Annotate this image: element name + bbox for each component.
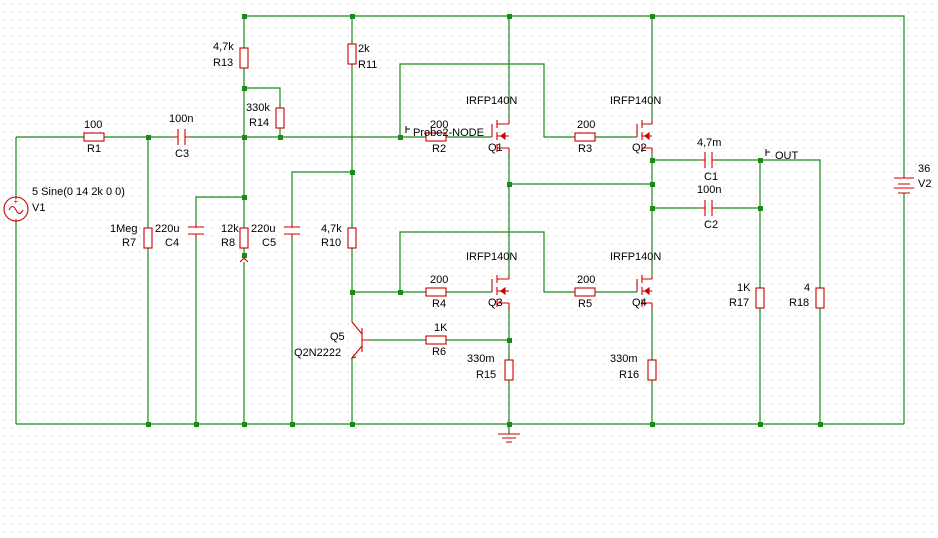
voltage-source-v1[interactable]: + bbox=[3, 196, 29, 222]
resistor-r14[interactable] bbox=[275, 107, 285, 129]
label-q2-type: IRFP140N bbox=[610, 95, 661, 107]
resistor-r4[interactable] bbox=[425, 287, 447, 297]
label-c2-name: C2 bbox=[704, 219, 718, 231]
label-r15-value: 330m bbox=[467, 353, 495, 365]
label-v2-name: V2 bbox=[918, 178, 931, 190]
label-q3-type: IRFP140N bbox=[466, 251, 517, 263]
label-c1-value: 4,7m bbox=[697, 137, 721, 149]
capacitor-c3[interactable] bbox=[174, 129, 189, 145]
label-r5-name: R5 bbox=[578, 298, 592, 310]
label-r17-name: R17 bbox=[729, 297, 749, 309]
label-c5-name: C5 bbox=[262, 237, 276, 249]
resistor-r11[interactable] bbox=[347, 43, 357, 65]
junctions bbox=[146, 14, 823, 427]
label-probe2: Probe2-NODE bbox=[413, 127, 484, 139]
label-r1-name: R1 bbox=[87, 143, 101, 155]
mosfet-q3[interactable] bbox=[491, 275, 510, 310]
label-c3-value: 100n bbox=[169, 113, 193, 125]
mosfet-q2[interactable] bbox=[636, 120, 653, 154]
resistor-r16[interactable] bbox=[647, 359, 657, 381]
resistor-r17[interactable] bbox=[755, 287, 765, 309]
label-r15-name: R15 bbox=[476, 369, 496, 381]
resistor-r1[interactable] bbox=[83, 132, 105, 142]
label-out: OUT bbox=[775, 150, 799, 162]
label-r7-value: 1Meg bbox=[110, 223, 138, 235]
label-c2-value: 100n bbox=[697, 184, 721, 196]
label-r18-name: R18 bbox=[789, 297, 809, 309]
capacitor-c2[interactable] bbox=[702, 200, 715, 216]
label-q5-type: Q2N2222 bbox=[294, 347, 341, 359]
svg-text:+: + bbox=[14, 197, 19, 206]
wires bbox=[15, 15, 905, 434]
label-r6-name: R6 bbox=[432, 346, 446, 358]
label-r10-value: 4,7k bbox=[321, 223, 342, 235]
capacitor-c4[interactable] bbox=[188, 224, 204, 237]
bjt-q5[interactable] bbox=[350, 321, 370, 359]
label-r11-name: R11 bbox=[358, 59, 377, 71]
label-r8-value: 12k bbox=[221, 223, 239, 235]
r8-wiper-arrow bbox=[239, 257, 249, 263]
label-c5-value: 220u bbox=[251, 223, 275, 235]
label-q1-type: IRFP140N bbox=[466, 95, 517, 107]
label-r3-name: R3 bbox=[578, 143, 592, 155]
label-r18-value: 4 bbox=[804, 282, 810, 294]
label-r1-value: 100 bbox=[84, 119, 102, 131]
resistor-r3[interactable] bbox=[574, 132, 596, 142]
resistor-r5[interactable] bbox=[574, 287, 596, 297]
label-r6-value: 1K bbox=[434, 322, 448, 334]
labels: 4,7k R13 2k R11 330k R14 100 R1 100n C3 … bbox=[32, 41, 931, 381]
label-r14-value: 330k bbox=[246, 102, 270, 114]
probe2-flag-icon bbox=[405, 126, 410, 133]
label-r11-value: 2k bbox=[358, 43, 370, 55]
resistor-r8[interactable] bbox=[239, 227, 249, 249]
label-r2-name: R2 bbox=[432, 143, 446, 155]
label-v1-value: 5 Sine(0 14 2k 0 0) bbox=[32, 186, 125, 198]
label-r14-name: R14 bbox=[249, 117, 269, 129]
resistor-r13[interactable] bbox=[239, 47, 249, 69]
label-r8-name: R8 bbox=[221, 237, 235, 249]
resistor-r15[interactable] bbox=[504, 359, 514, 381]
label-r5-value: 200 bbox=[577, 274, 595, 286]
mosfet-q1[interactable] bbox=[491, 120, 510, 154]
resistor-r10[interactable] bbox=[347, 227, 357, 249]
label-q4-name: Q4 bbox=[632, 297, 647, 309]
label-r3-value: 200 bbox=[577, 119, 595, 131]
label-q4-type: IRFP140N bbox=[610, 251, 661, 263]
label-q1-name: Q1 bbox=[488, 142, 503, 154]
label-c3-name: C3 bbox=[175, 148, 189, 160]
label-r7-name: R7 bbox=[122, 237, 136, 249]
resistor-r7[interactable] bbox=[143, 227, 153, 249]
label-r16-value: 330m bbox=[610, 353, 638, 365]
label-r4-value: 200 bbox=[430, 274, 448, 286]
out-flag-icon bbox=[765, 149, 770, 156]
resistor-r18[interactable] bbox=[815, 287, 825, 309]
label-r16-name: R16 bbox=[619, 369, 639, 381]
label-q3-name: Q3 bbox=[488, 297, 503, 309]
label-r10-name: R10 bbox=[321, 237, 341, 249]
resistor-r6[interactable] bbox=[425, 335, 447, 345]
label-c4-name: C4 bbox=[165, 237, 179, 249]
label-q2-name: Q2 bbox=[632, 142, 647, 154]
label-r13-value: 4,7k bbox=[213, 41, 234, 53]
capacitor-c5[interactable] bbox=[284, 224, 300, 237]
capacitor-c1[interactable] bbox=[702, 152, 715, 168]
label-r2-value: 200 bbox=[430, 119, 448, 131]
label-r17-value: 1K bbox=[737, 282, 751, 294]
label-c1-name: C1 bbox=[704, 171, 718, 183]
mosfet-q4[interactable] bbox=[636, 275, 653, 310]
label-v1-name: V1 bbox=[32, 202, 45, 214]
label-r4-name: R4 bbox=[432, 298, 446, 310]
battery-v2[interactable] bbox=[894, 175, 914, 194]
ground-icon bbox=[498, 433, 520, 443]
resistor-r2[interactable] bbox=[425, 132, 447, 142]
label-c4-value: 220u bbox=[155, 223, 179, 235]
label-q5-name: Q5 bbox=[330, 331, 345, 343]
label-v2-value: 36 bbox=[918, 163, 930, 175]
label-r13-name: R13 bbox=[213, 57, 233, 69]
